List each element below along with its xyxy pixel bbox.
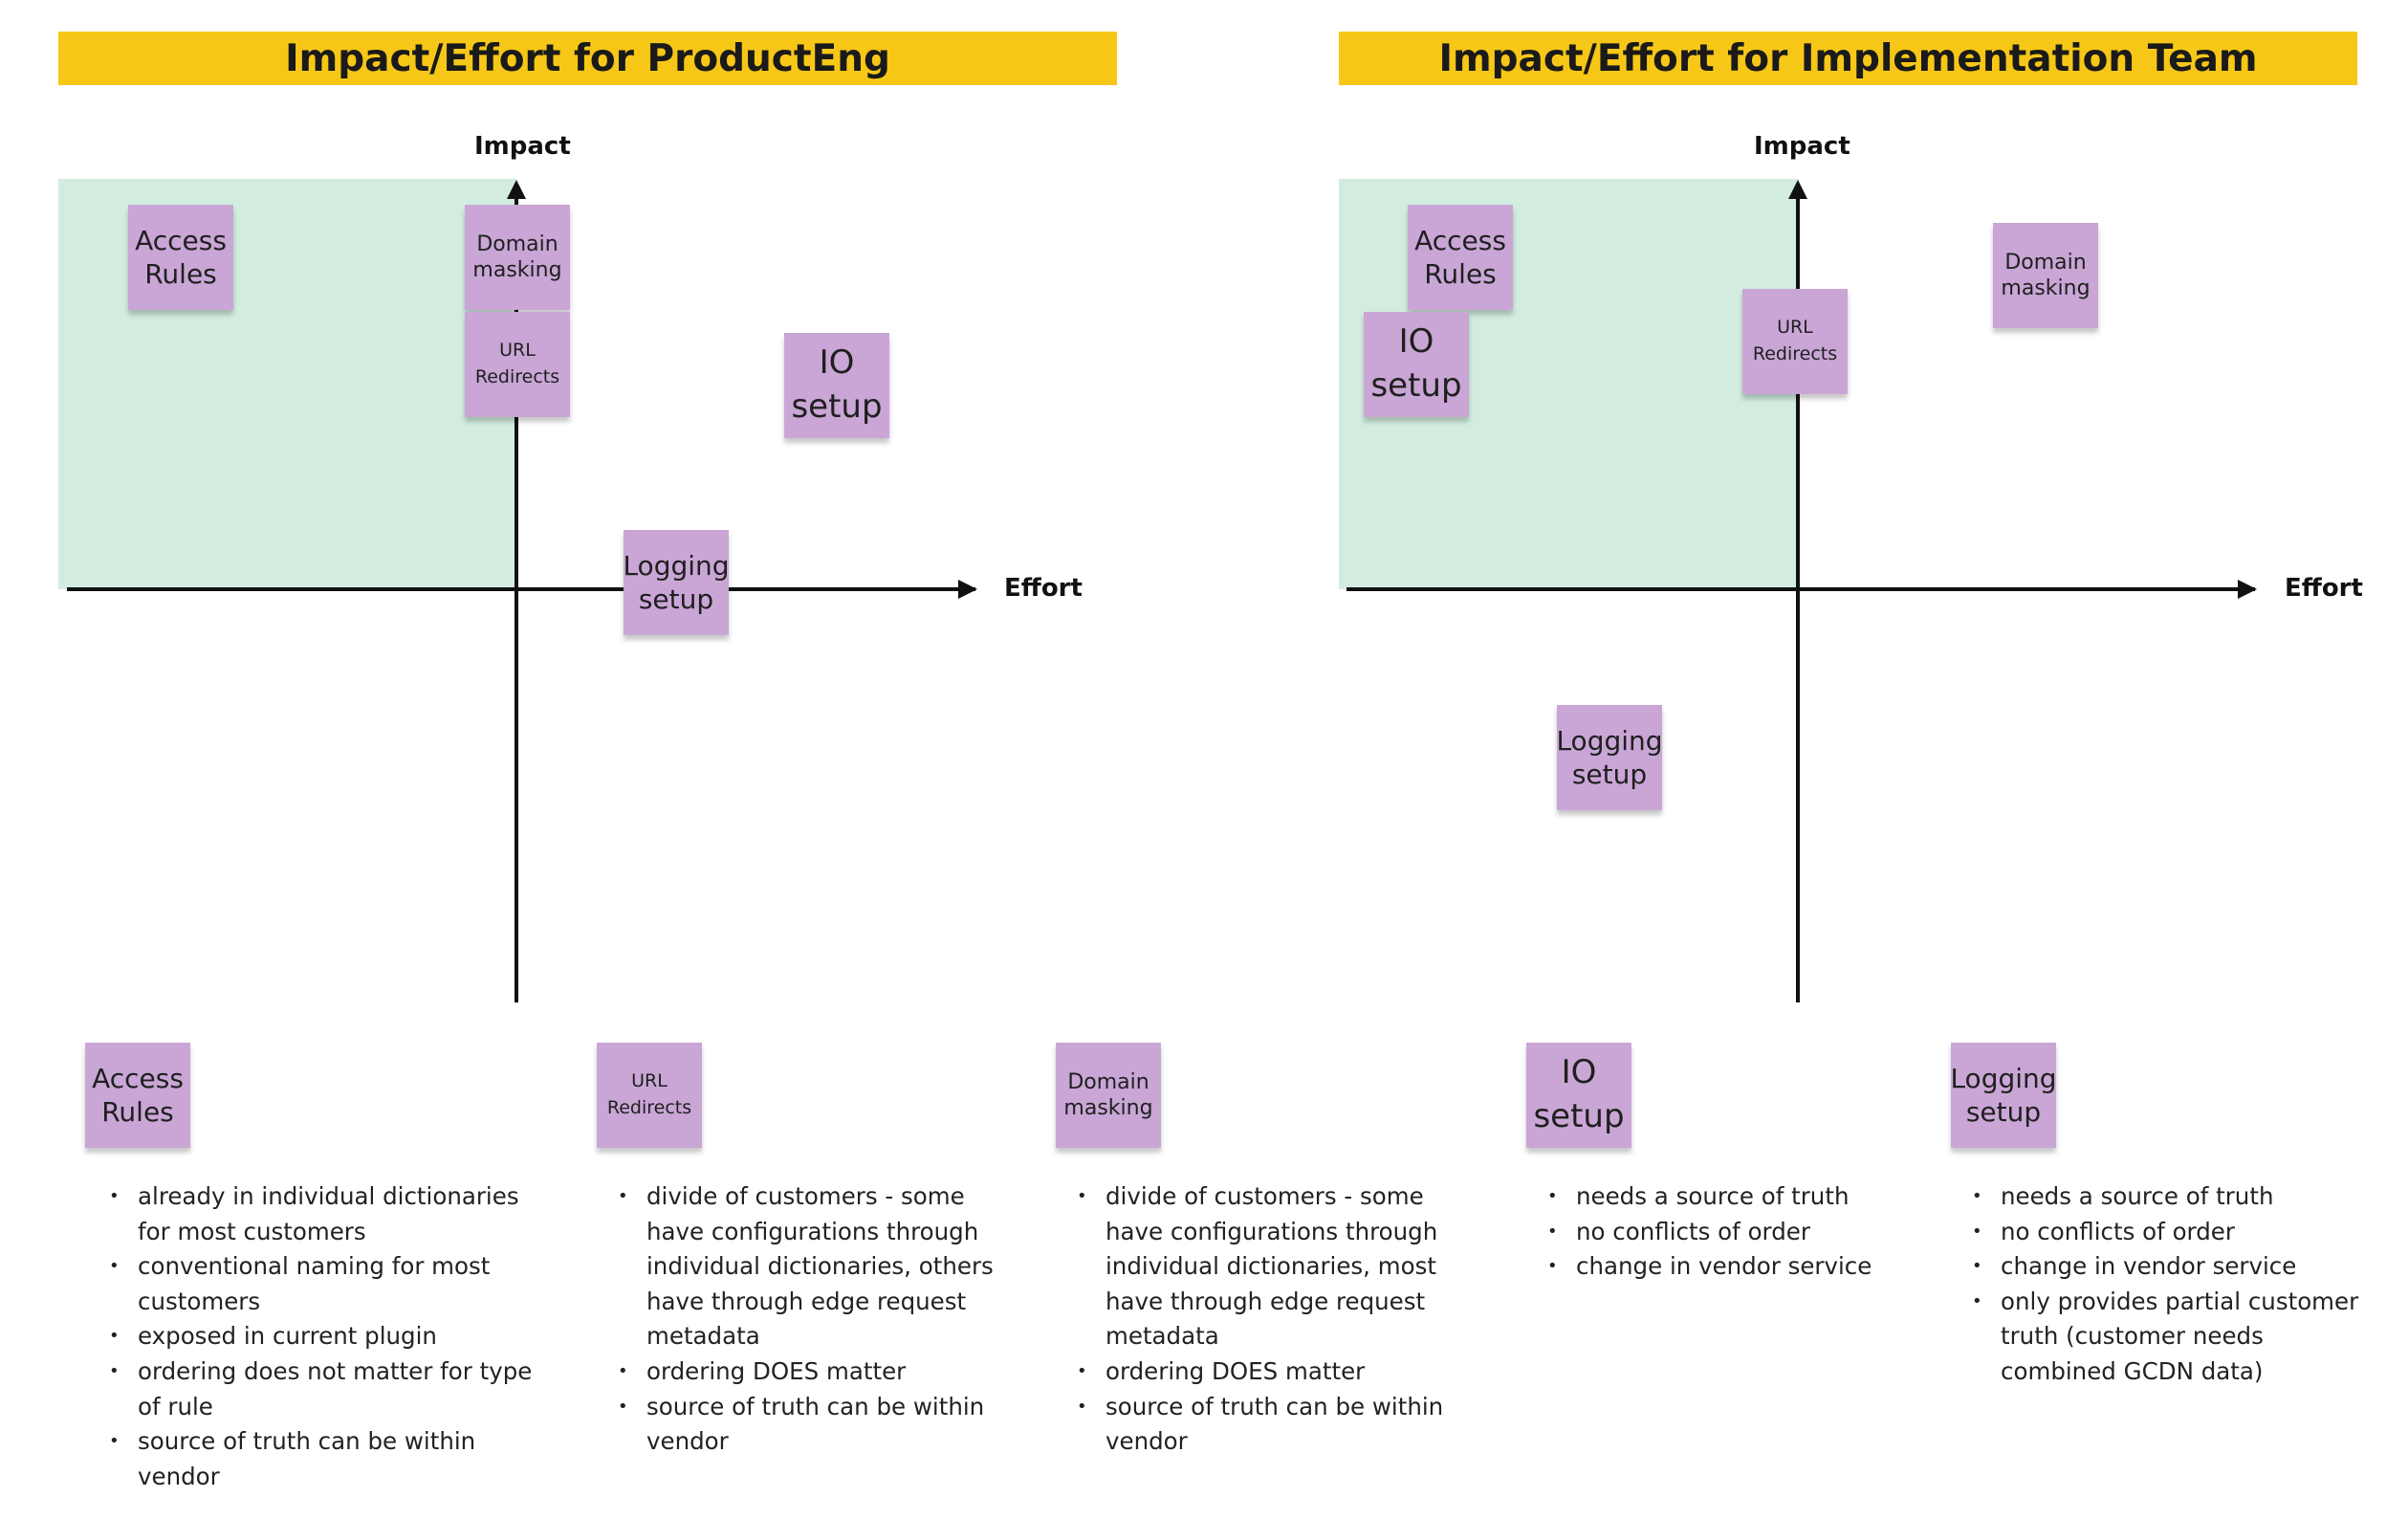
right-sticky-url-redirects[interactable]: URL Redirects	[1742, 289, 1848, 394]
list-item: source of truth can be within vendor	[618, 1390, 1019, 1460]
right-impact-axis	[1796, 191, 1800, 1002]
left-sticky-domain-masking[interactable]: Domain masking	[465, 205, 570, 310]
right-sticky-io-setup[interactable]: IO setup	[1364, 312, 1469, 417]
list-item: source of truth can be within vendor	[1077, 1390, 1478, 1460]
right-sticky-domain-masking[interactable]: Domain masking	[1993, 223, 2098, 328]
notes-list-access-rules: already in individual dictionaries for m…	[109, 1179, 539, 1494]
notes-sticky-domain-masking[interactable]: Domain masking	[1056, 1043, 1161, 1148]
list-item: needs a source of truth	[1972, 1179, 2374, 1215]
list-item: conventional naming for most customers	[109, 1249, 539, 1319]
notes-list-domain-masking: divide of customers - some have configur…	[1077, 1179, 1478, 1460]
left-impact-axis	[514, 191, 518, 1002]
list-item: needs a source of truth	[1547, 1179, 1911, 1215]
right-impact-arrow-icon	[1788, 180, 1807, 199]
left-effort-arrow-icon	[958, 580, 977, 599]
right-effort-label: Effort	[2285, 574, 2363, 603]
list-item: only provides partial customer truth (cu…	[1972, 1285, 2374, 1390]
left-chart-title: Impact/Effort for ProductEng	[58, 32, 1117, 85]
notes-sticky-url-redirects[interactable]: URL Redirects	[597, 1043, 702, 1148]
list-item: ordering DOES matter	[618, 1354, 1019, 1390]
left-sticky-io-setup[interactable]: IO setup	[784, 333, 889, 438]
notes-list-url-redirects: divide of customers - some have configur…	[618, 1179, 1019, 1460]
list-item: already in individual dictionaries for m…	[109, 1179, 539, 1249]
notes-list-io-setup: needs a source of truth no conflicts of …	[1547, 1179, 1911, 1285]
list-item: source of truth can be within vendor	[109, 1424, 539, 1494]
left-impact-arrow-icon	[507, 180, 526, 199]
left-impact-label: Impact	[474, 132, 571, 161]
left-sticky-logging-setup[interactable]: Logging setup	[623, 530, 730, 635]
notes-list-logging-setup: needs a source of truth no conflicts of …	[1972, 1179, 2374, 1390]
left-sticky-url-redirects[interactable]: URL Redirects	[465, 312, 570, 417]
list-item: divide of customers - some have configur…	[1077, 1179, 1478, 1354]
list-item: change in vendor service	[1547, 1249, 1911, 1285]
list-item: ordering does not matter for type of rul…	[109, 1354, 539, 1424]
list-item: no conflicts of order	[1547, 1215, 1911, 1250]
right-effort-arrow-icon	[2238, 580, 2257, 599]
left-quick-wins-quadrant	[58, 179, 516, 589]
list-item: exposed in current plugin	[109, 1319, 539, 1354]
right-sticky-access-rules[interactable]: Access Rules	[1408, 205, 1513, 310]
left-effort-label: Effort	[1004, 574, 1083, 603]
notes-sticky-logging-setup[interactable]: Logging setup	[1950, 1043, 2057, 1148]
right-impact-label: Impact	[1754, 132, 1850, 161]
right-sticky-logging-setup[interactable]: Logging setup	[1556, 705, 1663, 810]
list-item: divide of customers - some have configur…	[618, 1179, 1019, 1354]
list-item: ordering DOES matter	[1077, 1354, 1478, 1390]
list-item: no conflicts of order	[1972, 1215, 2374, 1250]
list-item: change in vendor service	[1972, 1249, 2374, 1285]
right-effort-axis	[1346, 587, 2255, 591]
left-effort-axis	[67, 587, 975, 591]
right-chart-title: Impact/Effort for Implementation Team	[1339, 32, 2357, 85]
left-sticky-access-rules[interactable]: Access Rules	[128, 205, 233, 310]
notes-sticky-io-setup[interactable]: IO setup	[1526, 1043, 1631, 1148]
notes-sticky-access-rules[interactable]: Access Rules	[85, 1043, 190, 1148]
